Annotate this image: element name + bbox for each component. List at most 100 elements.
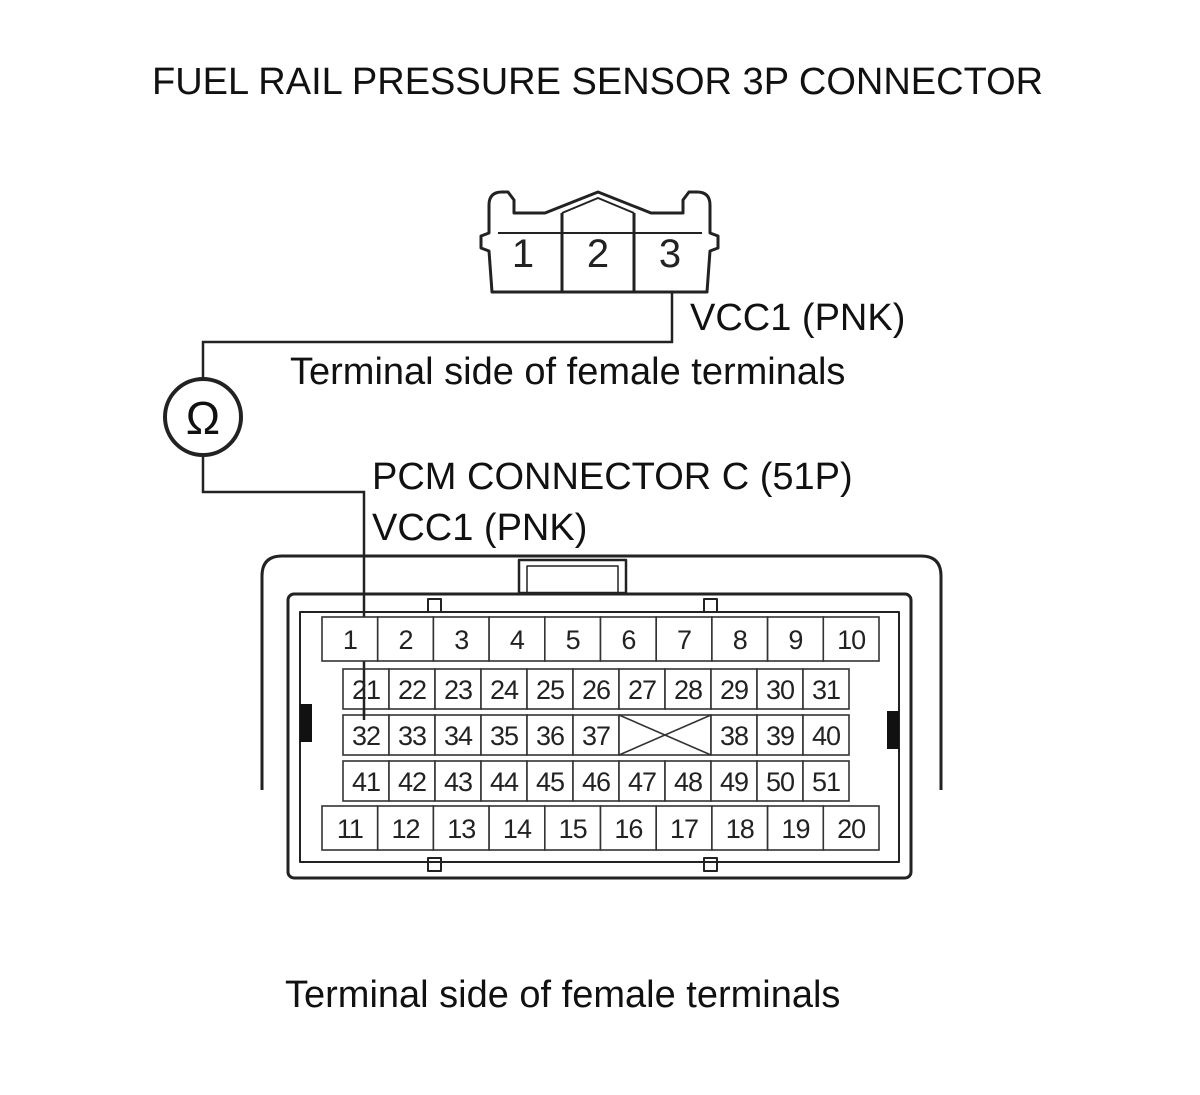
pcm-pin-31: 31 (812, 675, 840, 705)
pcm-pin-20: 20 (837, 814, 865, 844)
pcm-pin-34-cell (434, 714, 482, 756)
pcm-pin-42: 42 (398, 767, 426, 797)
pcm-pin-43: 43 (444, 767, 472, 797)
pcm-pin-29: 29 (720, 675, 748, 705)
sensor-side-note: Terminal side of female terminals (290, 351, 845, 393)
pcm-pin-35: 35 (490, 721, 518, 751)
pcm-pin-49: 49 (720, 767, 748, 797)
pcm-pin-21: 21 (352, 675, 380, 705)
pcm-pin-23: 23 (444, 675, 472, 705)
pcm-pin-41: 41 (352, 767, 380, 797)
pcm-pin-37: 37 (582, 721, 610, 751)
pcm-pin-9: 9 (788, 625, 802, 655)
pcm-pin-10-cell (822, 616, 880, 662)
pcm-pin-15-cell (543, 805, 602, 851)
pcm-pin-48: 48 (674, 767, 702, 797)
pcm-pin-45-cell (526, 760, 574, 802)
pcm-pin-18-cell (711, 805, 769, 851)
pcm-pin-13: 13 (447, 814, 475, 844)
pcm-pin-32: 32 (352, 721, 380, 751)
pcm-pin-41-cell (342, 760, 390, 802)
pcm-pin-16-cell (599, 805, 658, 851)
pcm-pin-39: 39 (766, 721, 794, 751)
pcm-pin-51: 51 (812, 767, 840, 797)
pcm-pin-23-cell (434, 668, 482, 710)
sensor-pin-3: 3 (659, 232, 681, 276)
pcm-pin-30-cell (756, 668, 804, 710)
pcm-pin-33: 33 (398, 721, 426, 751)
pcm-pin-12-cell (376, 805, 435, 851)
pcm-pin-14: 14 (503, 814, 532, 844)
pcm-pin-1-cell (321, 616, 379, 662)
pcm-pin-29-cell (710, 668, 758, 710)
sensor-3p-connector (479, 190, 720, 294)
pcm-pin-8-cell (711, 616, 769, 662)
pcm-pin-38-cell (710, 714, 758, 756)
pcm-pin-25: 25 (536, 675, 564, 705)
pcm-pin-8: 8 (733, 625, 747, 655)
pcm-pin-4: 4 (510, 625, 525, 655)
test-lead-wires (201, 292, 674, 720)
pcm-pin-47: 47 (628, 767, 656, 797)
pcm-pin-12: 12 (392, 814, 420, 844)
pcm-pin-50: 50 (766, 767, 794, 797)
pcm-pin-51-cell (802, 760, 850, 802)
pcm-pin-20-cell (822, 805, 880, 851)
pcm-pin-39-cell (756, 714, 804, 756)
pcm-pin-37-cell (572, 714, 620, 756)
pcm-pin-16: 16 (614, 814, 642, 844)
diagram-title: FUEL RAIL PRESSURE SENSOR 3P CONNECTOR (152, 61, 1043, 103)
pcm-pin-2-cell (376, 616, 435, 662)
pcm-pin-7-cell (655, 616, 713, 662)
pcm-side-note: Terminal side of female terminals (285, 974, 840, 1016)
pcm-pin-50-cell (756, 760, 804, 802)
pcm-pin-18: 18 (726, 814, 754, 844)
sensor-pin-1: 1 (512, 232, 534, 276)
pcm-pin-9-cell (766, 616, 825, 662)
pcm-pin-36: 36 (536, 721, 564, 751)
pcm-pin-15: 15 (559, 814, 587, 844)
pcm-pin-33-cell (388, 714, 436, 756)
pcm-pin-46-cell (572, 760, 620, 802)
pcm-pin-5: 5 (566, 625, 580, 655)
pcm-wire-label: VCC1 (PNK) (372, 507, 587, 549)
pcm-pin-3: 3 (454, 625, 468, 655)
pcm-pin-14-cell (488, 805, 546, 851)
pcm-pin-31-cell (802, 668, 850, 710)
pcm-pin-6: 6 (621, 625, 635, 655)
pcm-pin-40: 40 (812, 721, 840, 751)
pcm-pin-4-cell (488, 616, 546, 662)
pcm-pin-40-cell (802, 714, 850, 756)
blank-cavity-cross-2 (618, 714, 712, 756)
pcm-pin-30: 30 (766, 675, 794, 705)
pcm-pin-5-cell (543, 616, 602, 662)
pcm-pin-11: 11 (337, 814, 363, 844)
pcm-pin-45: 45 (536, 767, 564, 797)
pcm-pin-27: 27 (628, 675, 656, 705)
pcm-pin-22-cell (388, 668, 436, 710)
pcm-pin-10: 10 (837, 625, 865, 655)
pcm-pin-1: 1 (343, 625, 357, 655)
pcm-51p-connector (260, 554, 943, 880)
pcm-pin-35-cell (480, 714, 528, 756)
pcm-pin-7: 7 (677, 625, 691, 655)
sensor-pin-2: 2 (587, 232, 609, 276)
pcm-pin-22: 22 (398, 675, 426, 705)
pcm-pin-2: 2 (399, 625, 413, 655)
pcm-pin-38: 38 (720, 721, 748, 751)
left-lock-block (300, 704, 312, 742)
pcm-pin-44-cell (480, 760, 528, 802)
ohmmeter-symbol (163, 377, 243, 457)
pcm-pin-19: 19 (781, 814, 809, 844)
pcm-pin-28: 28 (674, 675, 702, 705)
pcm-pin-3-cell (432, 616, 490, 662)
pcm-pin-24: 24 (490, 675, 519, 705)
right-lock-block (887, 711, 899, 749)
pcm-pin-26: 26 (582, 675, 610, 705)
pcm-pin-46: 46 (582, 767, 610, 797)
pcm-pin-17: 17 (670, 814, 698, 844)
pcm-pin-34: 34 (444, 721, 473, 751)
pcm-pin-49-cell (710, 760, 758, 802)
